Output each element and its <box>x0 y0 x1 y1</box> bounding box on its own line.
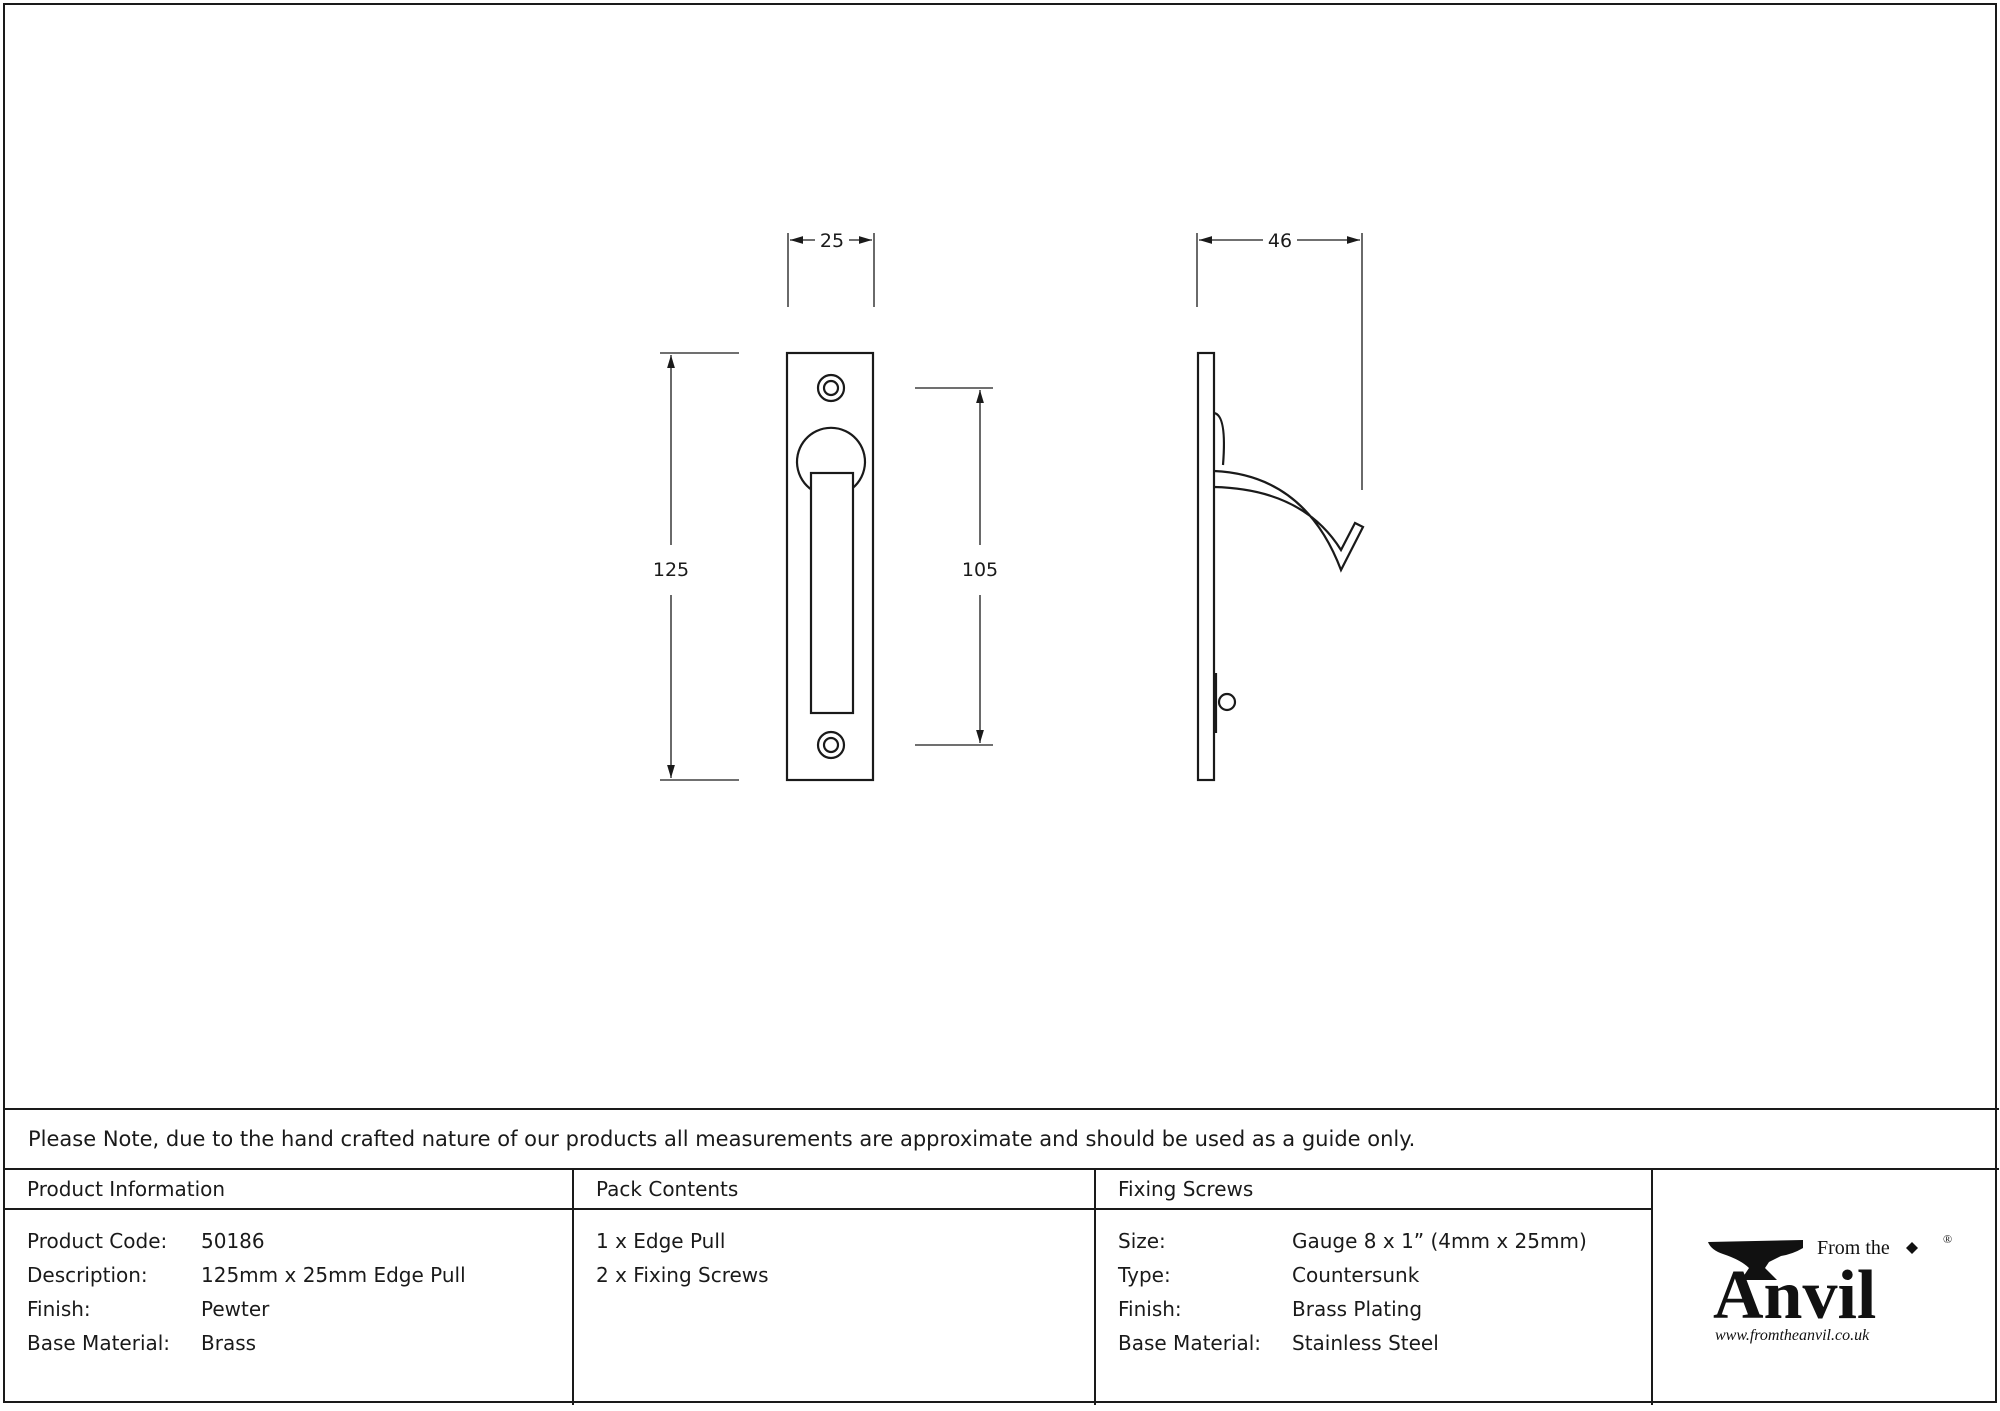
hook-tab <box>1213 411 1226 466</box>
info-row: Finish:Pewter <box>27 1297 270 1321</box>
logo-url: www.fromtheanvil.co.uk <box>1715 1327 1870 1344</box>
logo-registered: ® <box>1943 1232 1952 1246</box>
screw-row: Type:Countersunk <box>1118 1263 1420 1287</box>
diamond-icon <box>1906 1242 1918 1254</box>
pull-handle <box>809 471 855 715</box>
dimension-height-label: 125 <box>653 559 689 581</box>
hook-arm <box>1213 469 1365 573</box>
pack-contents-panel: Pack Contents 1 x Edge Pull 2 x Fixing S… <box>574 1170 1096 1405</box>
pull-ring <box>795 426 867 491</box>
fixing-screws-heading: Fixing Screws <box>1096 1170 1651 1210</box>
measurement-note: Please Note, due to the hand crafted nat… <box>5 1108 1999 1168</box>
dimension-width <box>787 233 875 307</box>
backplate-side <box>1196 351 1216 782</box>
pack-contents-heading: Pack Contents <box>574 1170 1094 1210</box>
dimension-centres <box>915 387 993 746</box>
technical-drawing: 25 125 105 <box>653 230 1365 782</box>
screw-row: Base Material:Stainless Steel <box>1118 1331 1439 1355</box>
pack-item: 2 x Fixing Screws <box>596 1263 769 1287</box>
bottom-screw-hole <box>816 730 846 760</box>
backplate-front <box>785 351 875 782</box>
fixing-screws-panel: Fixing Screws Size:Gauge 8 x 1” (4mm x 2… <box>1096 1170 1653 1405</box>
info-row: Base Material:Brass <box>27 1331 257 1355</box>
front-view <box>785 351 875 782</box>
dimension-projection-label: 46 <box>1268 230 1292 252</box>
logo-brand: Anvil <box>1713 1257 1876 1334</box>
from-the-anvil-logo: From the ® Anvil www.fromtheanvil.co.uk <box>1653 1170 1999 1407</box>
top-screw-hole <box>816 373 846 403</box>
screw-row: Size:Gauge 8 x 1” (4mm x 25mm) <box>1118 1229 1587 1253</box>
pack-item: 1 x Edge Pull <box>596 1229 726 1253</box>
dimension-height <box>660 352 739 781</box>
info-footer: Product Information Product Code:50186 D… <box>5 1168 1999 1405</box>
dimension-centres-label: 105 <box>962 559 998 581</box>
info-row: Product Code:50186 <box>27 1229 265 1253</box>
anvil-icon <box>1708 1240 1803 1280</box>
logo-from-the: From the <box>1817 1237 1890 1259</box>
dimension-width-label: 25 <box>820 230 844 252</box>
side-view <box>1196 351 1365 782</box>
drawing-sheet: 25 125 105 <box>3 3 1999 1405</box>
screw-row: Finish:Brass Plating <box>1118 1297 1423 1321</box>
product-information-heading: Product Information <box>5 1170 572 1210</box>
info-row: Description:125mm x 25mm Edge Pull <box>27 1263 466 1287</box>
dimension-projection <box>1196 233 1363 490</box>
product-information-panel: Product Information Product Code:50186 D… <box>5 1170 574 1405</box>
